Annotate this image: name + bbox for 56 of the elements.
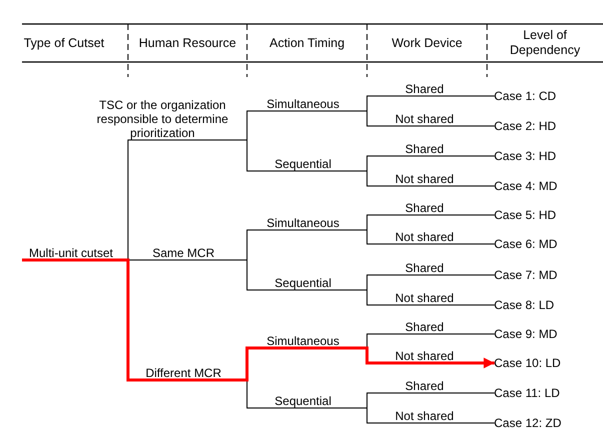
device-label: Shared <box>405 261 444 277</box>
case-label: Case 11: LD <box>494 386 560 400</box>
device-label: Shared <box>405 320 444 336</box>
highlighted-path <box>120 258 239 382</box>
case-label: Case 3: HD <box>494 149 556 163</box>
branch-line <box>424 214 495 216</box>
branch-line <box>358 230 425 244</box>
branch-line <box>424 274 495 276</box>
column-header: Type of Cutset <box>22 36 106 50</box>
timing-label: Sequential <box>274 157 332 173</box>
case-label: Case 8: LD <box>494 298 554 312</box>
device-label: Not shared <box>395 112 454 128</box>
device-label: Not shared <box>395 409 454 425</box>
branch-line <box>424 392 495 394</box>
resource-label: Same MCR <box>152 246 214 262</box>
device-label: Not shared <box>395 291 454 307</box>
device-label: Shared <box>405 379 444 395</box>
resource-label: Different MCR <box>146 366 222 382</box>
case-label: Case 9: MD <box>494 327 558 341</box>
branch-line <box>358 170 425 186</box>
device-label: Not shared <box>395 172 454 188</box>
device-label: Not shared <box>395 230 454 246</box>
case-label: Case 10: LD <box>494 356 561 370</box>
case-label: Case 1: CD <box>494 89 556 103</box>
device-label: Not shared <box>395 349 454 365</box>
branch-line <box>238 260 360 290</box>
case-label: Case 12: ZD <box>494 416 562 428</box>
timing-label: Simultaneous <box>266 216 340 232</box>
highlighted-path <box>239 346 359 382</box>
branch-line <box>424 304 495 306</box>
highlighted-path <box>22 258 120 262</box>
column-header: Action Timing <box>268 36 346 50</box>
branch-line <box>358 290 425 306</box>
case-label: Case 4: MD <box>494 179 558 193</box>
device-label: Shared <box>405 201 444 217</box>
branch-line <box>358 408 425 424</box>
column-header: Work Device <box>390 36 464 50</box>
column-header: Level of Dependency <box>508 28 582 58</box>
branch-line <box>238 140 360 172</box>
branch-line <box>358 110 425 126</box>
resource-label: TSC or the organization responsible to determine prioritization <box>96 98 230 142</box>
case-label: Case 2: HD <box>494 119 556 133</box>
timing-label: Sequential <box>274 394 332 410</box>
case-label: Case 6: MD <box>494 237 558 251</box>
column-header: Human Resource <box>138 36 238 50</box>
device-label: Shared <box>405 142 444 158</box>
branch-line <box>424 422 495 424</box>
timing-label: Sequential <box>274 276 332 292</box>
timing-label: Simultaneous <box>266 97 340 113</box>
timing-label: Simultaneous <box>266 334 340 350</box>
case-label: Case 7: MD <box>494 268 558 282</box>
cutset-label: Multi-unit cutset <box>28 246 114 262</box>
highlighted-path <box>359 346 424 364</box>
device-label: Shared <box>405 82 444 98</box>
highlighted-path <box>424 358 494 368</box>
case-label: Case 5: HD <box>494 208 556 222</box>
